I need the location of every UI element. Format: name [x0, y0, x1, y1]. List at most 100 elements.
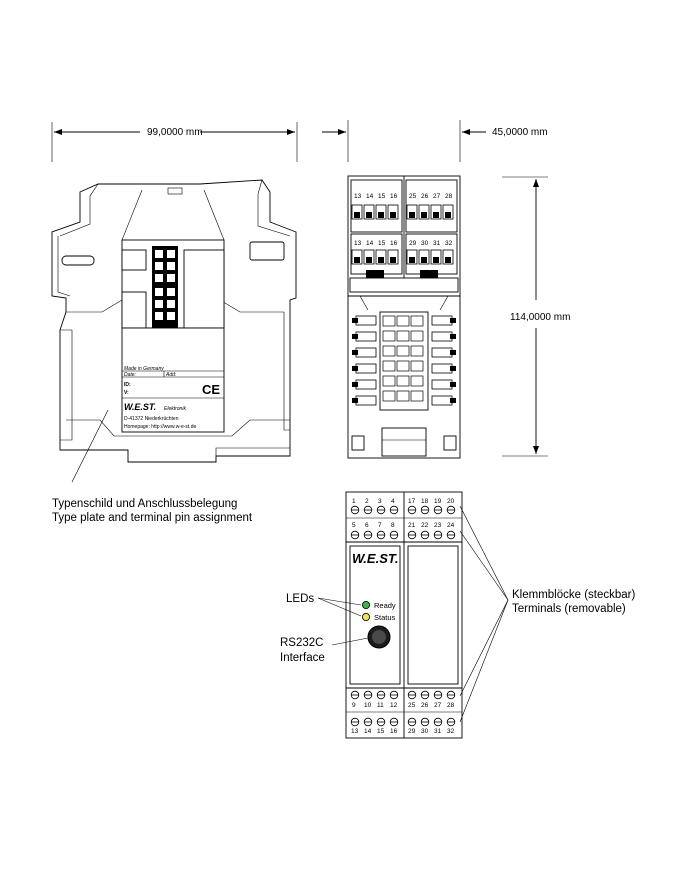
type-plate: Made in Germany Date: Add: ID: V: CE W.E… — [121, 327, 225, 433]
made-in-germany-text: Made in Germany — [124, 366, 164, 372]
front-pin-label: 7 — [378, 522, 382, 529]
front-pin-label: 16 — [390, 728, 398, 735]
slat-left — [355, 379, 377, 390]
side-view: Made in Germany Date: Add: ID: V: CE W.E… — [51, 179, 297, 463]
front-pin-label: 25 — [408, 702, 416, 709]
top-pin-label: 30 — [421, 240, 429, 247]
type-plate-address: D-41372 Niederkrüchten — [124, 416, 179, 422]
grid-cell — [410, 345, 424, 357]
front-pin-label: 10 — [364, 702, 372, 709]
status-led — [361, 613, 370, 622]
rs232-label-line1: RS232C — [280, 637, 323, 649]
grid-cell — [410, 315, 424, 327]
terminals-label-de: Klemmblöcke (steckbar) — [512, 589, 636, 601]
front-pin-label: 1 — [352, 498, 356, 505]
slat-left-tip — [352, 366, 358, 371]
grid-cell — [396, 390, 410, 402]
slat-left-tip — [352, 350, 358, 355]
terminal-square-fill — [445, 212, 451, 218]
front-pin-label: 12 — [390, 702, 398, 709]
terminal-square-fill — [421, 212, 427, 218]
front-pin-label: 31 — [434, 728, 442, 735]
ready-led — [361, 601, 370, 610]
terminal-square-fill — [421, 257, 427, 263]
front-pin-label: 3 — [378, 498, 382, 505]
front-pin-label: 9 — [352, 702, 356, 709]
slat-left — [355, 363, 377, 374]
side-terminal-block — [152, 246, 178, 328]
top-pin-label: 29 — [409, 240, 417, 247]
grid-cell — [396, 375, 410, 387]
front-pin-label: 8 — [391, 522, 395, 529]
front-pin-label: 4 — [391, 498, 395, 505]
slat-left — [355, 347, 377, 358]
grid-cell — [410, 330, 424, 342]
front-pin-label: 27 — [434, 702, 442, 709]
grid-cell — [382, 390, 396, 402]
top-pin-label: 26 — [421, 193, 429, 200]
terminal-square-fill — [366, 212, 372, 218]
top-view-center-grid — [382, 315, 424, 402]
front-pin-label: 24 — [447, 522, 455, 529]
slat-right-tip — [450, 398, 456, 403]
front-pin-label: 23 — [434, 522, 442, 529]
type-plate-label-de: Typenschild und Anschlussbelegung — [52, 498, 237, 510]
slat-right-tip — [450, 366, 456, 371]
top-pin-label: 27 — [433, 193, 441, 200]
grid-cell — [382, 330, 396, 342]
top-pin-label: 13 — [354, 193, 362, 200]
slat-right — [431, 379, 453, 390]
terminal-square-fill — [433, 257, 439, 263]
grid-cell — [396, 360, 410, 372]
slat-left-tip — [352, 318, 358, 323]
type-plate-brand: W.E.ST. — [124, 402, 156, 412]
top-pin-label: 13 — [354, 240, 362, 247]
width-dimension: 99,0000 mm — [51, 122, 298, 162]
slat-left — [355, 395, 377, 406]
front-pin-label: 28 — [447, 702, 455, 709]
add-label: Add: — [165, 372, 177, 378]
depth-dimension-text: 45,0000 mm — [492, 127, 548, 138]
terminal-square-fill — [445, 257, 451, 263]
front-pin-label: 18 — [421, 498, 429, 505]
top-pin-label: 15 — [378, 193, 386, 200]
front-view: W.E.ST. Ready Status — [345, 491, 463, 739]
terminals-callout: Klemmblöcke (steckbar) Terminals (remova… — [459, 505, 636, 723]
slat-left-tip — [352, 382, 358, 387]
v-label: V: — [124, 390, 129, 396]
terminal-square-fill — [409, 257, 415, 263]
grid-cell — [396, 315, 410, 327]
ready-label: Ready — [374, 601, 396, 610]
top-pin-label: 16 — [390, 240, 398, 247]
slat-right — [431, 363, 453, 374]
grid-cell — [410, 390, 424, 402]
slat-right — [431, 315, 453, 326]
top-pin-label: 31 — [433, 240, 441, 247]
top-pin-label: 16 — [390, 193, 398, 200]
front-terminal-screws — [350, 505, 456, 727]
rs232-label-line2: Interface — [280, 652, 325, 664]
width-dimension-text: 99,0000 mm — [147, 127, 203, 138]
grid-cell — [382, 315, 396, 327]
slat-right-tip — [450, 318, 456, 323]
top-pin-label: 15 — [378, 240, 386, 247]
status-label: Status — [374, 613, 396, 622]
front-pin-label: 13 — [351, 728, 359, 735]
top-pin-label: 28 — [445, 193, 453, 200]
grid-cell — [382, 360, 396, 372]
terminal-square-fill — [390, 257, 396, 263]
type-plate-label-en: Type plate and terminal pin assignment — [52, 512, 253, 524]
front-pin-label: 5 — [352, 522, 356, 529]
slat-left — [355, 331, 377, 342]
date-label: Date: — [124, 372, 137, 378]
front-pin-label: 19 — [434, 498, 442, 505]
slat-right-tip — [450, 382, 456, 387]
top-view-terminal-squares — [351, 204, 454, 265]
terminal-square-fill — [354, 257, 360, 263]
slat-left — [355, 315, 377, 326]
top-view-pin-labels: 13 14 15 16 25 26 27 28 13 14 15 16 29 3… — [354, 193, 453, 247]
top-pin-label: 32 — [445, 240, 453, 247]
grid-cell — [382, 375, 396, 387]
top-pin-label: 25 — [409, 193, 417, 200]
leds-label: LEDs — [286, 593, 314, 605]
